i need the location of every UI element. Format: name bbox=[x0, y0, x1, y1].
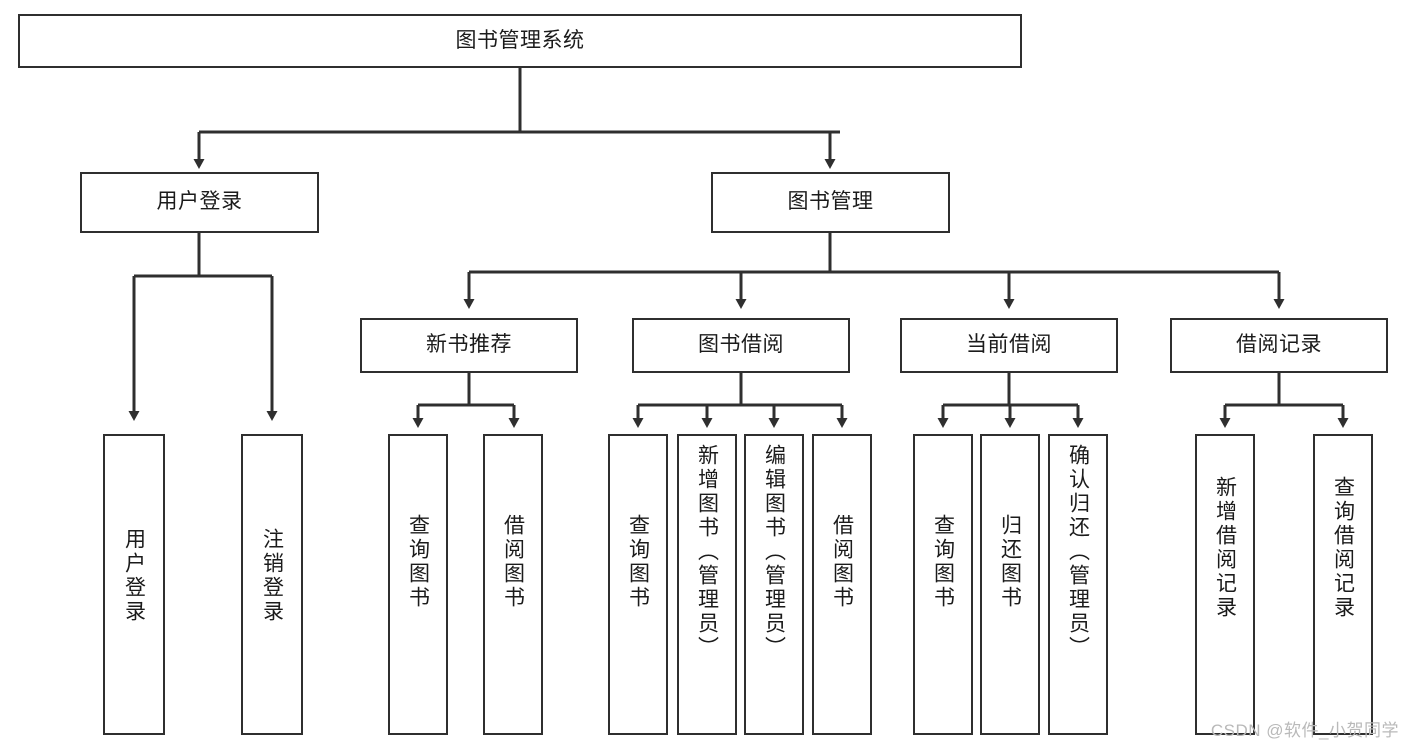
leaf-query-book-2[interactable]: 查询图书 bbox=[608, 434, 668, 735]
leaf-borrow-book-1[interactable]: 借阅图书 bbox=[483, 434, 543, 735]
node-root-label: 图书管理系统 bbox=[455, 28, 585, 52]
node-current-borrow-label: 当前借阅 bbox=[966, 333, 1052, 357]
node-new-book-rec-label: 新书推荐 bbox=[426, 333, 512, 357]
leaf-user-login-label: 用户登录 bbox=[122, 528, 146, 624]
leaf-confirm-return-label: 确认归还（管理员） bbox=[1066, 444, 1090, 660]
leaf-user-login[interactable]: 用户登录 bbox=[103, 434, 165, 735]
node-user-login-label: 用户登录 bbox=[156, 190, 243, 214]
node-new-book-rec[interactable]: 新书推荐 bbox=[360, 318, 578, 373]
node-book-manage[interactable]: 图书管理 bbox=[711, 172, 950, 233]
leaf-borrow-book-2-label: 借阅图书 bbox=[830, 514, 854, 610]
leaf-edit-book-label: 编辑图书（管理员） bbox=[762, 444, 786, 660]
leaf-add-record[interactable]: 新增借阅记录 bbox=[1195, 434, 1255, 735]
node-borrow-record-label: 借阅记录 bbox=[1236, 333, 1322, 357]
node-book-borrow-label: 图书借阅 bbox=[698, 333, 784, 357]
leaf-query-book-1-label: 查询图书 bbox=[406, 514, 430, 610]
leaf-edit-book[interactable]: 编辑图书（管理员） bbox=[744, 434, 804, 735]
leaf-return-book[interactable]: 归还图书 bbox=[980, 434, 1040, 735]
leaf-logout-label: 注销登录 bbox=[260, 528, 284, 624]
csdn-watermark: CSDN @软件_小贺同学 bbox=[1210, 721, 1399, 740]
leaf-query-book-1[interactable]: 查询图书 bbox=[388, 434, 448, 735]
node-borrow-record[interactable]: 借阅记录 bbox=[1170, 318, 1388, 373]
leaf-query-book-2-label: 查询图书 bbox=[626, 514, 650, 610]
leaf-add-record-label: 新增借阅记录 bbox=[1213, 476, 1237, 620]
leaf-add-book-label: 新增图书（管理员） bbox=[695, 444, 719, 660]
node-book-borrow[interactable]: 图书借阅 bbox=[632, 318, 850, 373]
leaf-query-book-3[interactable]: 查询图书 bbox=[913, 434, 973, 735]
node-root[interactable]: 图书管理系统 bbox=[18, 14, 1022, 68]
leaf-add-book[interactable]: 新增图书（管理员） bbox=[677, 434, 737, 735]
leaf-query-book-3-label: 查询图书 bbox=[931, 514, 955, 610]
leaf-borrow-book-2[interactable]: 借阅图书 bbox=[812, 434, 872, 735]
leaf-confirm-return[interactable]: 确认归还（管理员） bbox=[1048, 434, 1108, 735]
leaf-query-record-label: 查询借阅记录 bbox=[1331, 476, 1355, 620]
node-book-manage-label: 图书管理 bbox=[787, 190, 874, 214]
node-current-borrow[interactable]: 当前借阅 bbox=[900, 318, 1118, 373]
leaf-query-record[interactable]: 查询借阅记录 bbox=[1313, 434, 1373, 735]
leaf-borrow-book-1-label: 借阅图书 bbox=[501, 514, 525, 610]
leaf-logout[interactable]: 注销登录 bbox=[241, 434, 303, 735]
node-user-login[interactable]: 用户登录 bbox=[80, 172, 319, 233]
leaf-return-book-label: 归还图书 bbox=[998, 514, 1022, 610]
